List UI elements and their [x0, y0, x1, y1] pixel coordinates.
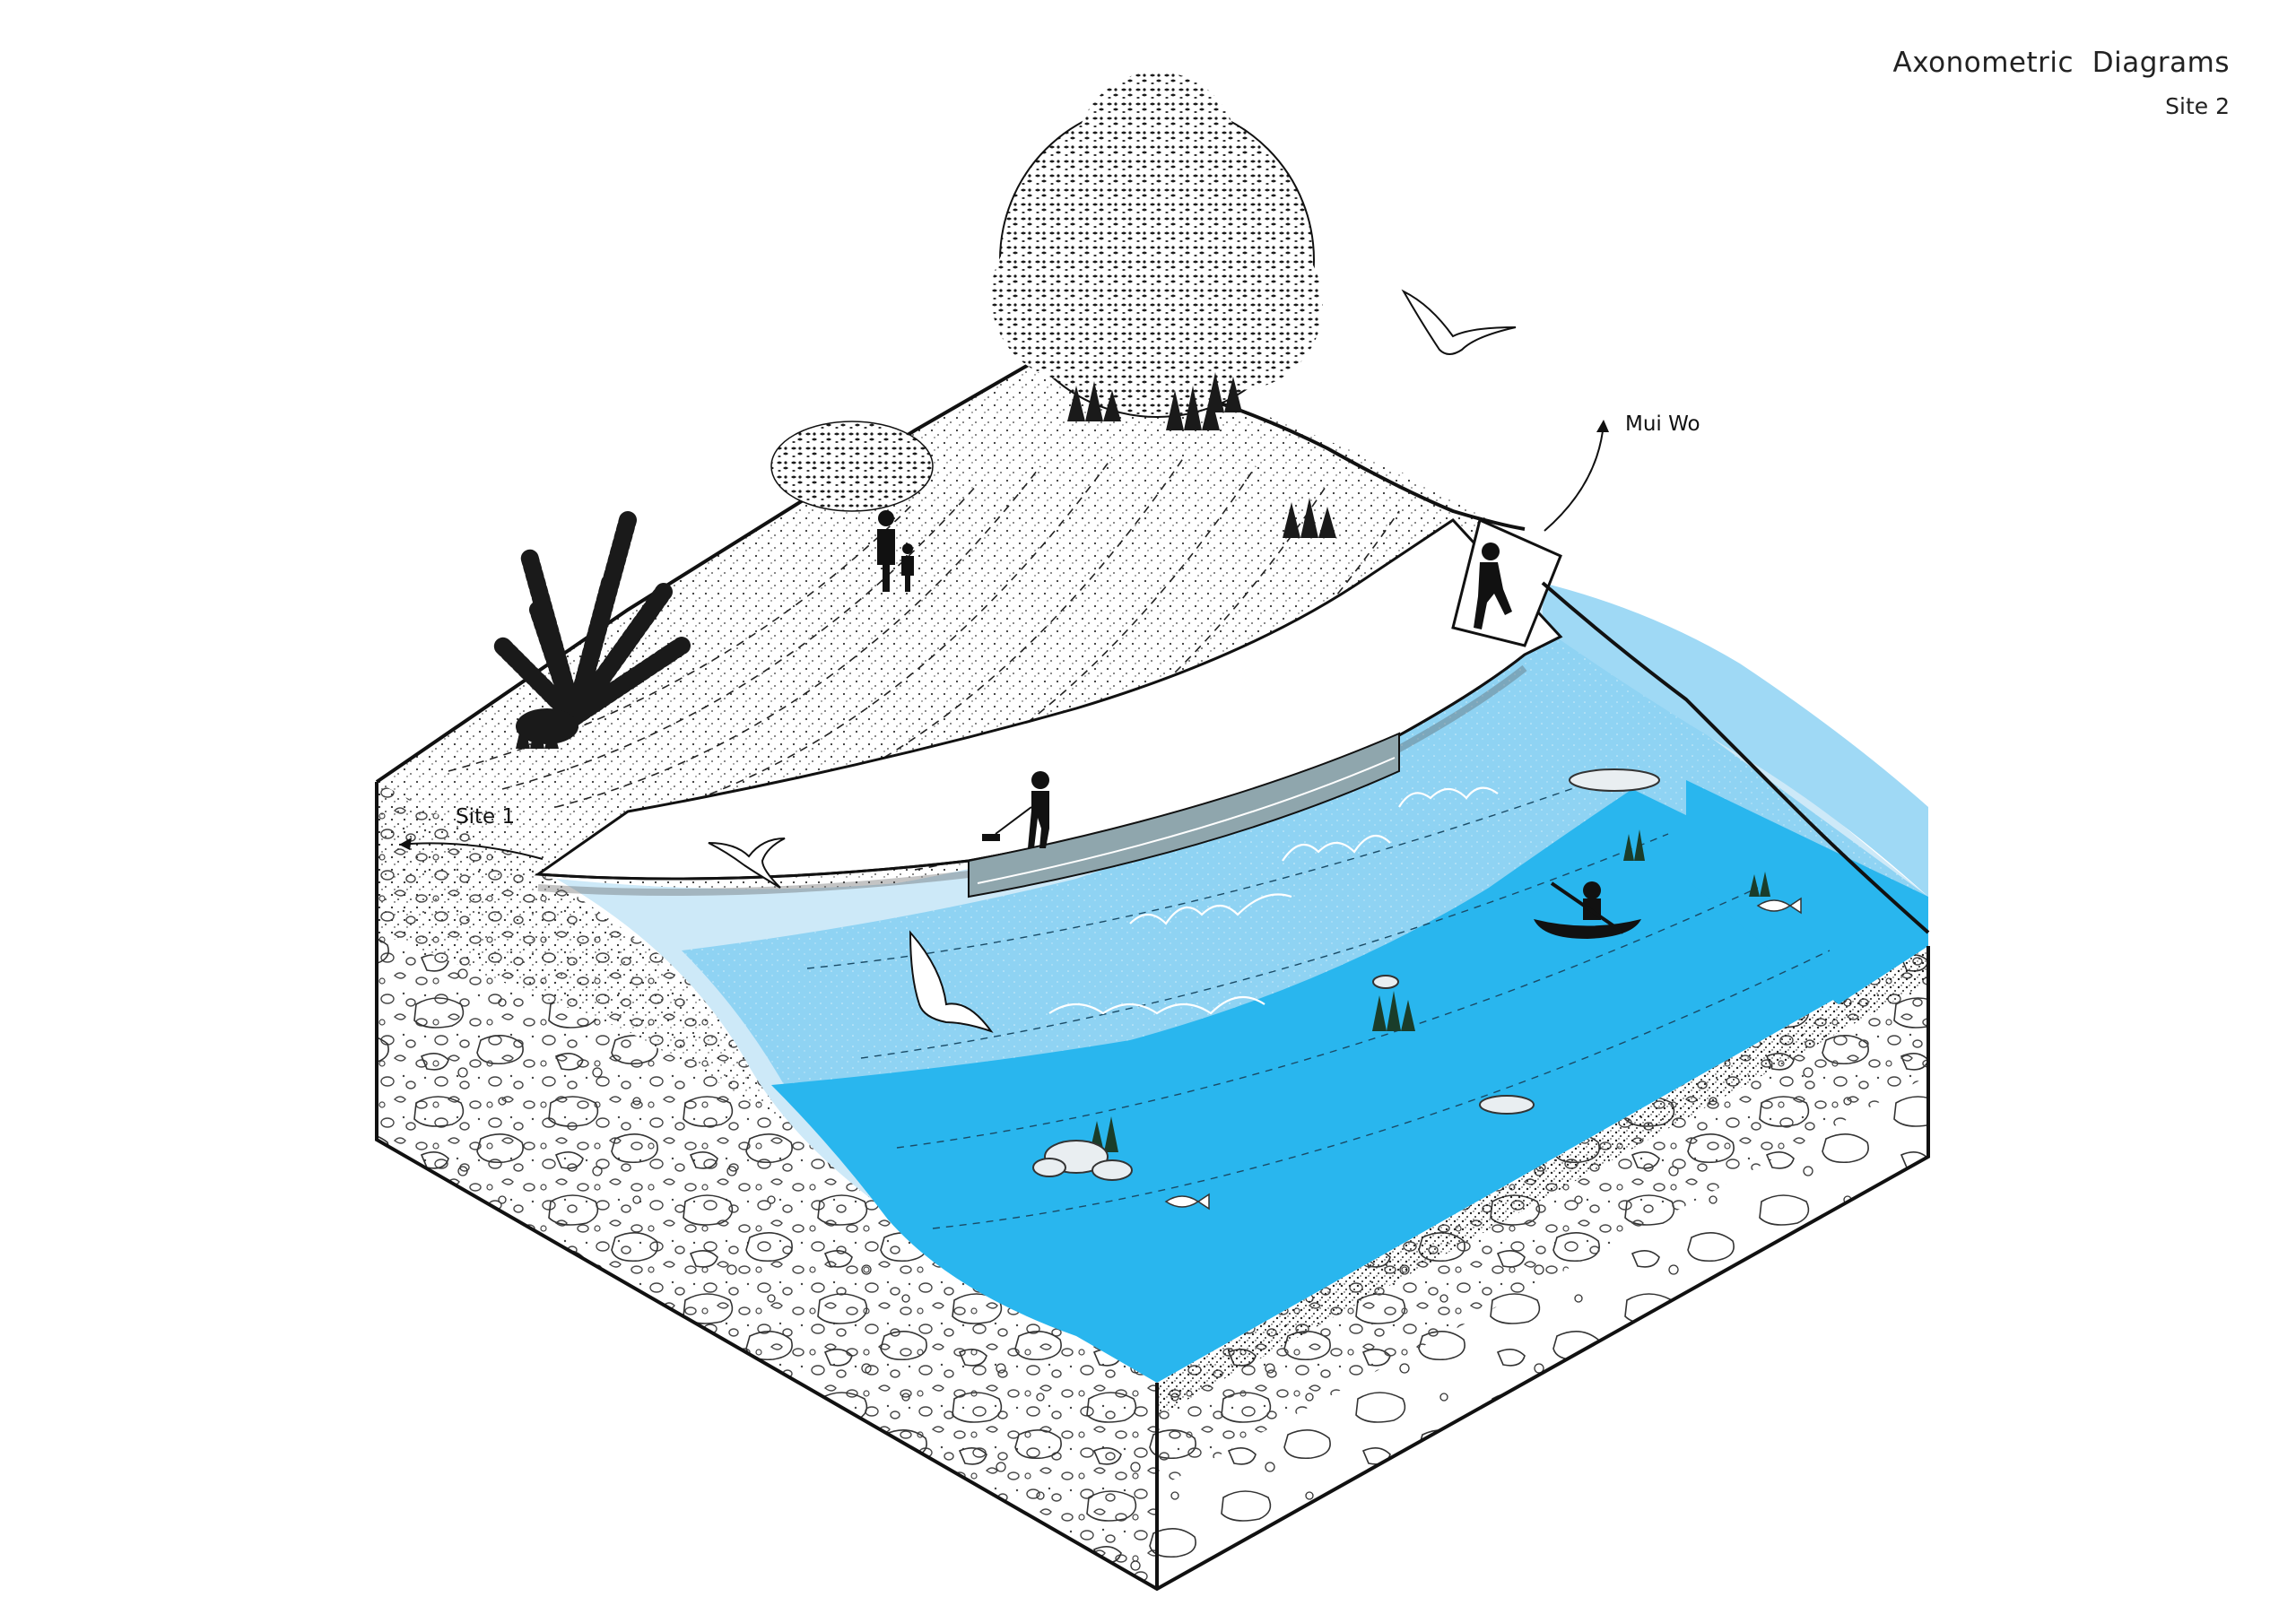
shrub-cluster — [770, 421, 934, 512]
grass-clumps — [516, 372, 1770, 1152]
promenade — [534, 517, 1563, 898]
block-outline — [375, 581, 1930, 1592]
large-tree — [991, 72, 1323, 418]
site1-label: Site 1 — [456, 805, 515, 829]
arrow-up-icon — [1596, 420, 1609, 432]
water-contours — [806, 779, 1831, 1229]
birds — [708, 289, 1517, 1033]
kayak-silhouette — [1534, 881, 1641, 939]
page-title: Axonometric Diagrams — [1892, 47, 2230, 79]
arrow-left-icon — [399, 838, 412, 850]
soil-section-right — [1157, 946, 1928, 1589]
people — [877, 510, 1512, 848]
site1-label-group: Site 1 — [398, 805, 544, 860]
fish — [1164, 897, 1802, 1211]
wave-lines — [1048, 786, 1499, 1015]
muiwo-label: Mui Wo — [1625, 412, 1700, 436]
muiwo-label-group: Mui Wo — [1544, 412, 1700, 532]
water-rocks — [1032, 768, 1660, 1181]
page-subtitle: Site 2 — [2165, 93, 2230, 119]
fern-plant — [493, 511, 691, 744]
